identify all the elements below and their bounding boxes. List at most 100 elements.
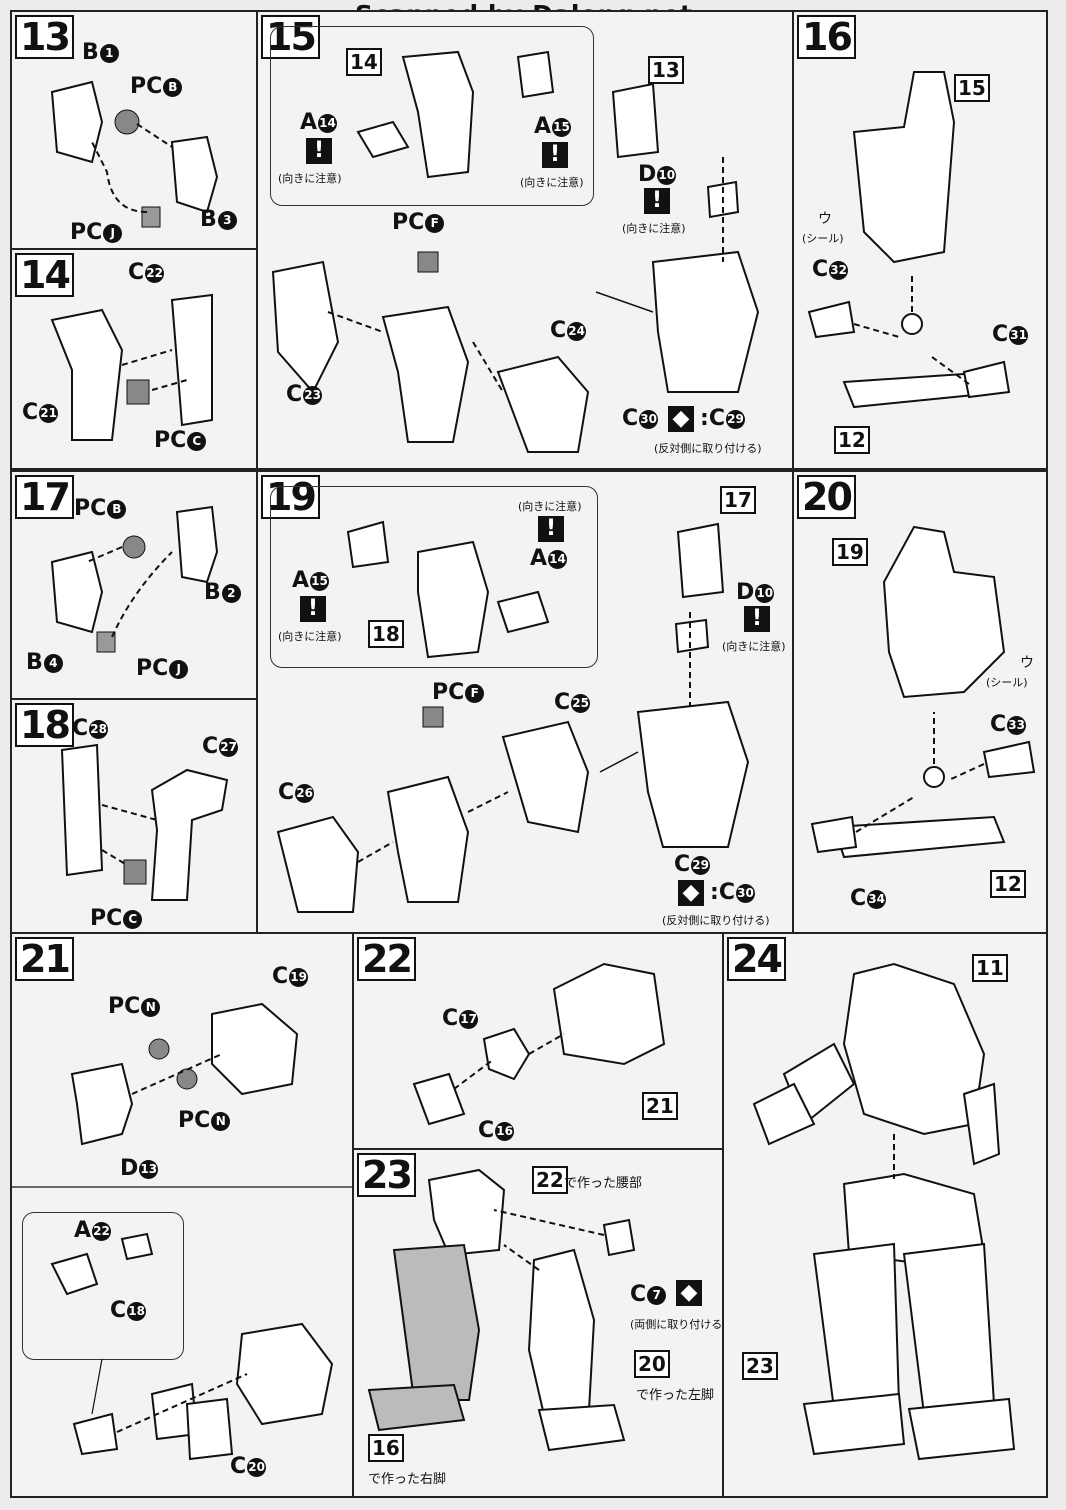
part-number: 31 <box>1009 325 1029 345</box>
part-number: 34 <box>867 889 887 909</box>
caution-icon: ! <box>300 596 326 622</box>
part-number: 33 <box>1007 715 1027 735</box>
caution-note: (向きに注意) <box>518 500 582 513</box>
ref-12: 12 <box>834 426 870 454</box>
part-number: F <box>425 213 445 233</box>
part-letter: C <box>554 690 571 715</box>
part-number: 4 <box>43 653 63 673</box>
part-letter: C <box>630 1282 647 1307</box>
part-number: 14 <box>548 549 568 569</box>
ref-23: 23 <box>742 1352 778 1380</box>
part-number: 1 <box>99 43 119 63</box>
caution-note: (向きに注意) <box>278 630 342 643</box>
part-number: 2 <box>221 583 241 603</box>
sticker-note: (シール) <box>802 232 844 245</box>
part-illustration <box>50 505 219 653</box>
step-number: 21 <box>15 937 74 981</box>
caution-icon: ! <box>744 606 770 632</box>
part-letter: C <box>442 1006 459 1031</box>
part-letter: PC <box>392 210 425 235</box>
opposite-side-note: (反対側に取り付ける) <box>654 442 762 455</box>
step-number: 24 <box>727 937 786 981</box>
part-letter: C <box>992 322 1009 347</box>
part-illustration <box>752 962 1016 1461</box>
part-illustration <box>412 962 666 1126</box>
part-number: C <box>187 431 207 451</box>
detail-inset <box>270 486 598 668</box>
part-letter: A <box>530 546 548 571</box>
waist-note: で作った腰部 <box>564 1176 643 1191</box>
right-leg-note: で作った右脚 <box>368 1472 447 1487</box>
part-letter: PC <box>70 220 103 245</box>
part-letter: C <box>478 1118 495 1143</box>
sticker-label: ウ <box>818 211 832 227</box>
part-letter: C <box>272 964 289 989</box>
part-number: 15 <box>552 117 572 137</box>
part-letter: C <box>202 734 219 759</box>
part-letter: C <box>550 318 567 343</box>
part-number: 18 <box>127 1301 147 1321</box>
part-number: N <box>211 1111 231 1131</box>
step-number: 23 <box>357 1153 416 1197</box>
part-number: 3 <box>217 210 237 230</box>
part-letter: C <box>850 886 867 911</box>
part-number: 16 <box>495 1121 515 1141</box>
part-letter: B <box>82 40 99 65</box>
ref-17: 17 <box>720 486 756 514</box>
part-number: 22 <box>92 1221 112 1241</box>
step-24-panel: 24 11 23 <box>722 932 1048 1498</box>
part-illustration <box>50 80 219 228</box>
ref-14: 14 <box>346 48 382 76</box>
mirror-icon: ◆ <box>678 880 704 906</box>
part-number: 30 <box>639 409 659 429</box>
part-number: 29 <box>725 409 745 429</box>
part-letter: A <box>300 110 318 135</box>
part-letter: B <box>26 650 43 675</box>
part-letter: D <box>638 162 657 187</box>
ref-20: 20 <box>634 1350 670 1378</box>
part-number: 13 <box>139 1159 159 1179</box>
part-letter: A <box>534 114 552 139</box>
part-letter: B <box>200 207 217 232</box>
part-number: B <box>107 499 127 519</box>
part-number: 21 <box>39 403 59 423</box>
part-number: N <box>141 997 161 1017</box>
left-leg-note: で作った左脚 <box>636 1388 715 1403</box>
part-letter: C <box>708 406 725 431</box>
part-letter: PC <box>90 906 123 931</box>
part-illustration <box>367 1168 636 1452</box>
part-illustration <box>810 525 1036 859</box>
caution-icon: ! <box>538 516 564 542</box>
ref-13: 13 <box>648 56 684 84</box>
part-letter: D <box>120 1156 139 1181</box>
part-number: J <box>169 659 189 679</box>
part-number: 23 <box>303 385 323 405</box>
part-number: 26 <box>295 783 315 803</box>
